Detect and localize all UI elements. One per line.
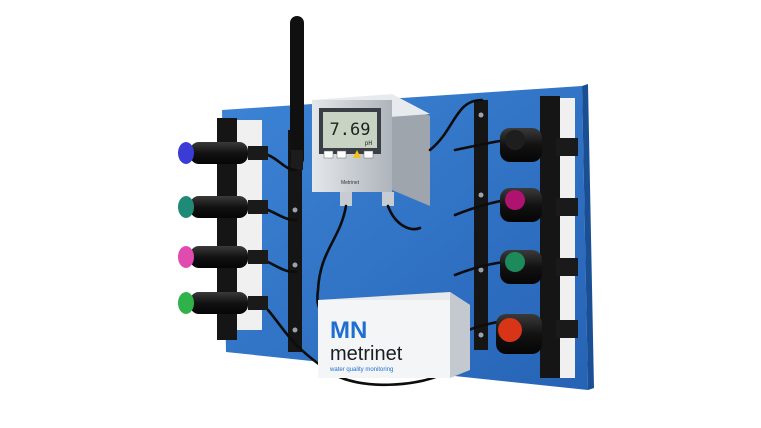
right-rail (540, 96, 560, 378)
gateway-brand: metrinet (330, 343, 403, 365)
sensor-left-2 (178, 196, 268, 218)
sensor-left-3 (178, 246, 268, 268)
keypad-button-2[interactable] (336, 150, 347, 159)
right-sensors (496, 128, 578, 354)
left-rail (217, 118, 237, 340)
controller-brand: Metrinet (341, 180, 360, 186)
gateway-front (318, 300, 450, 378)
keypad-button-1[interactable] (323, 150, 334, 159)
display-unit: pH (365, 140, 373, 147)
gateway-tagline: water quality monitoring (329, 367, 393, 373)
display-reading: 7.69 (330, 120, 371, 140)
sensor-right-3 (500, 250, 578, 284)
keypad-button-3[interactable] (363, 150, 374, 159)
sensor-left-4 (178, 292, 268, 314)
controller-side (392, 98, 430, 206)
antenna (290, 16, 304, 166)
gland-left (340, 192, 352, 206)
sensor-left-1 (178, 142, 268, 164)
sensor-right-4 (496, 314, 578, 354)
controller-keypad[interactable] (323, 150, 374, 159)
center-rail-right (474, 100, 488, 350)
gland-right (382, 192, 394, 206)
left-sensors (178, 142, 268, 314)
controller-display (323, 112, 377, 148)
warning-icon (353, 150, 361, 158)
center-rail-left (288, 130, 302, 352)
antenna-base (291, 150, 303, 170)
sensor-right-1 (500, 128, 578, 162)
sensor-cap (498, 318, 522, 342)
panel-edge (582, 84, 594, 390)
sensor-cap (505, 130, 525, 150)
gateway-side (450, 292, 470, 378)
sensor-cap (178, 142, 194, 164)
sensor-cap (505, 190, 525, 210)
gateway-logo-mark: MN (330, 317, 367, 344)
sensor-cap (505, 252, 525, 272)
sensor-cap (178, 246, 194, 268)
sensor-right-2 (500, 188, 578, 222)
sensor-cap (178, 196, 194, 218)
sensor-cap (178, 292, 194, 314)
